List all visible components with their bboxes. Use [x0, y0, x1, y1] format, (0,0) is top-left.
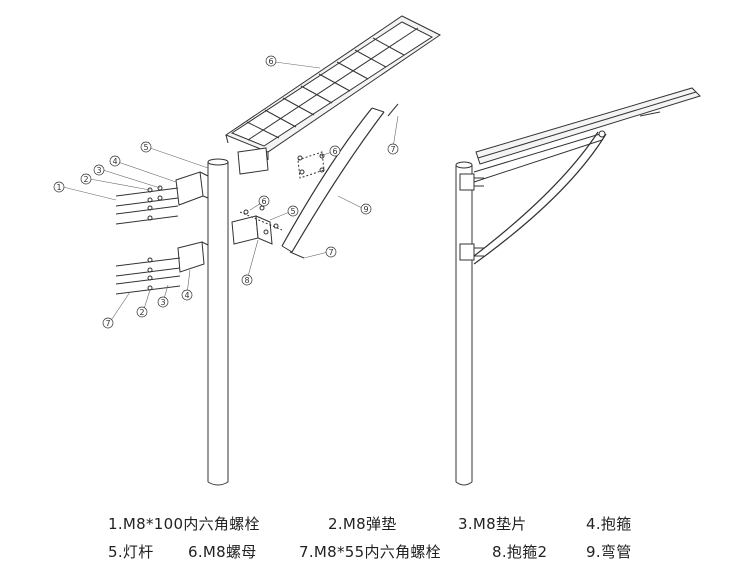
- clamp-upper-left: [115, 171, 209, 225]
- svg-text:2: 2: [83, 175, 88, 184]
- svg-text:3: 3: [96, 166, 101, 175]
- legend-item-4: 4.抱箍: [586, 515, 632, 533]
- svg-text:3: 3: [160, 298, 165, 307]
- svg-text:7: 7: [390, 145, 395, 154]
- svg-text:7: 7: [328, 248, 333, 257]
- svg-text:6: 6: [268, 57, 273, 66]
- callout-3-upper: 3: [93, 164, 105, 176]
- svg-text:4: 4: [184, 291, 189, 300]
- callout-7-lower: 7: [102, 317, 114, 329]
- svg-text:4: 4: [112, 157, 117, 166]
- callout-2-upper: 2: [80, 173, 92, 185]
- svg-text:5: 5: [290, 207, 295, 216]
- legend-item-6: 6.M8螺母: [188, 543, 257, 561]
- svg-text:6: 6: [332, 147, 337, 156]
- lamp-pole-left: [207, 158, 229, 486]
- callout-4-upper: 4: [109, 155, 121, 167]
- lamp-pole-right: [455, 161, 473, 486]
- svg-text:7: 7: [105, 319, 110, 328]
- legend-item-7: 7.M8*55内六角螺栓: [299, 543, 441, 561]
- callout-5-clamp2: 5: [287, 205, 299, 217]
- callout-5-pole: 5: [140, 141, 152, 153]
- callout-6-top: 6: [265, 55, 277, 67]
- callout-1-upper: 1: [53, 181, 65, 193]
- curved-arm-left: [281, 103, 399, 259]
- assembly-diagram: 5 6 1 2 3 4 6 7 9 6 5 8 7 7 2 3 4: [53, 15, 701, 486]
- svg-text:5: 5: [143, 143, 148, 152]
- svg-text:1: 1: [56, 183, 61, 192]
- clamps-right: [459, 173, 484, 261]
- clamp-2-left: [231, 151, 325, 245]
- legend-item-2: 2.M8弹垫: [328, 515, 397, 533]
- callout-6-clamp2: 6: [258, 195, 270, 207]
- solar-panel-right: [475, 87, 701, 165]
- callout-9: 9: [360, 203, 372, 215]
- curved-arm-right: [473, 130, 607, 265]
- clamp-lower-left: [115, 241, 209, 295]
- callout-6-mid: 6: [329, 145, 341, 157]
- callout-3-lower: 3: [157, 296, 169, 308]
- solar-panel-left: [224, 15, 441, 175]
- legend-item-1: 1.M8*100内六角螺栓: [108, 515, 260, 533]
- svg-text:6: 6: [261, 197, 266, 206]
- legend-item-5: 5.灯杆: [108, 543, 154, 561]
- svg-text:2: 2: [139, 308, 144, 317]
- svg-text:8: 8: [244, 276, 249, 285]
- callout-8: 8: [241, 274, 253, 286]
- callout-4-lower: 4: [181, 289, 193, 301]
- callout-7-arm: 7: [325, 246, 337, 258]
- callout-2-lower: 2: [136, 306, 148, 318]
- legend-item-3: 3.M8垫片: [458, 515, 527, 533]
- legend-item-8: 8.抱箍2: [492, 543, 548, 561]
- legend-item-9: 9.弯管: [586, 543, 632, 561]
- callout-7-top: 7: [387, 143, 399, 155]
- svg-text:9: 9: [363, 205, 368, 214]
